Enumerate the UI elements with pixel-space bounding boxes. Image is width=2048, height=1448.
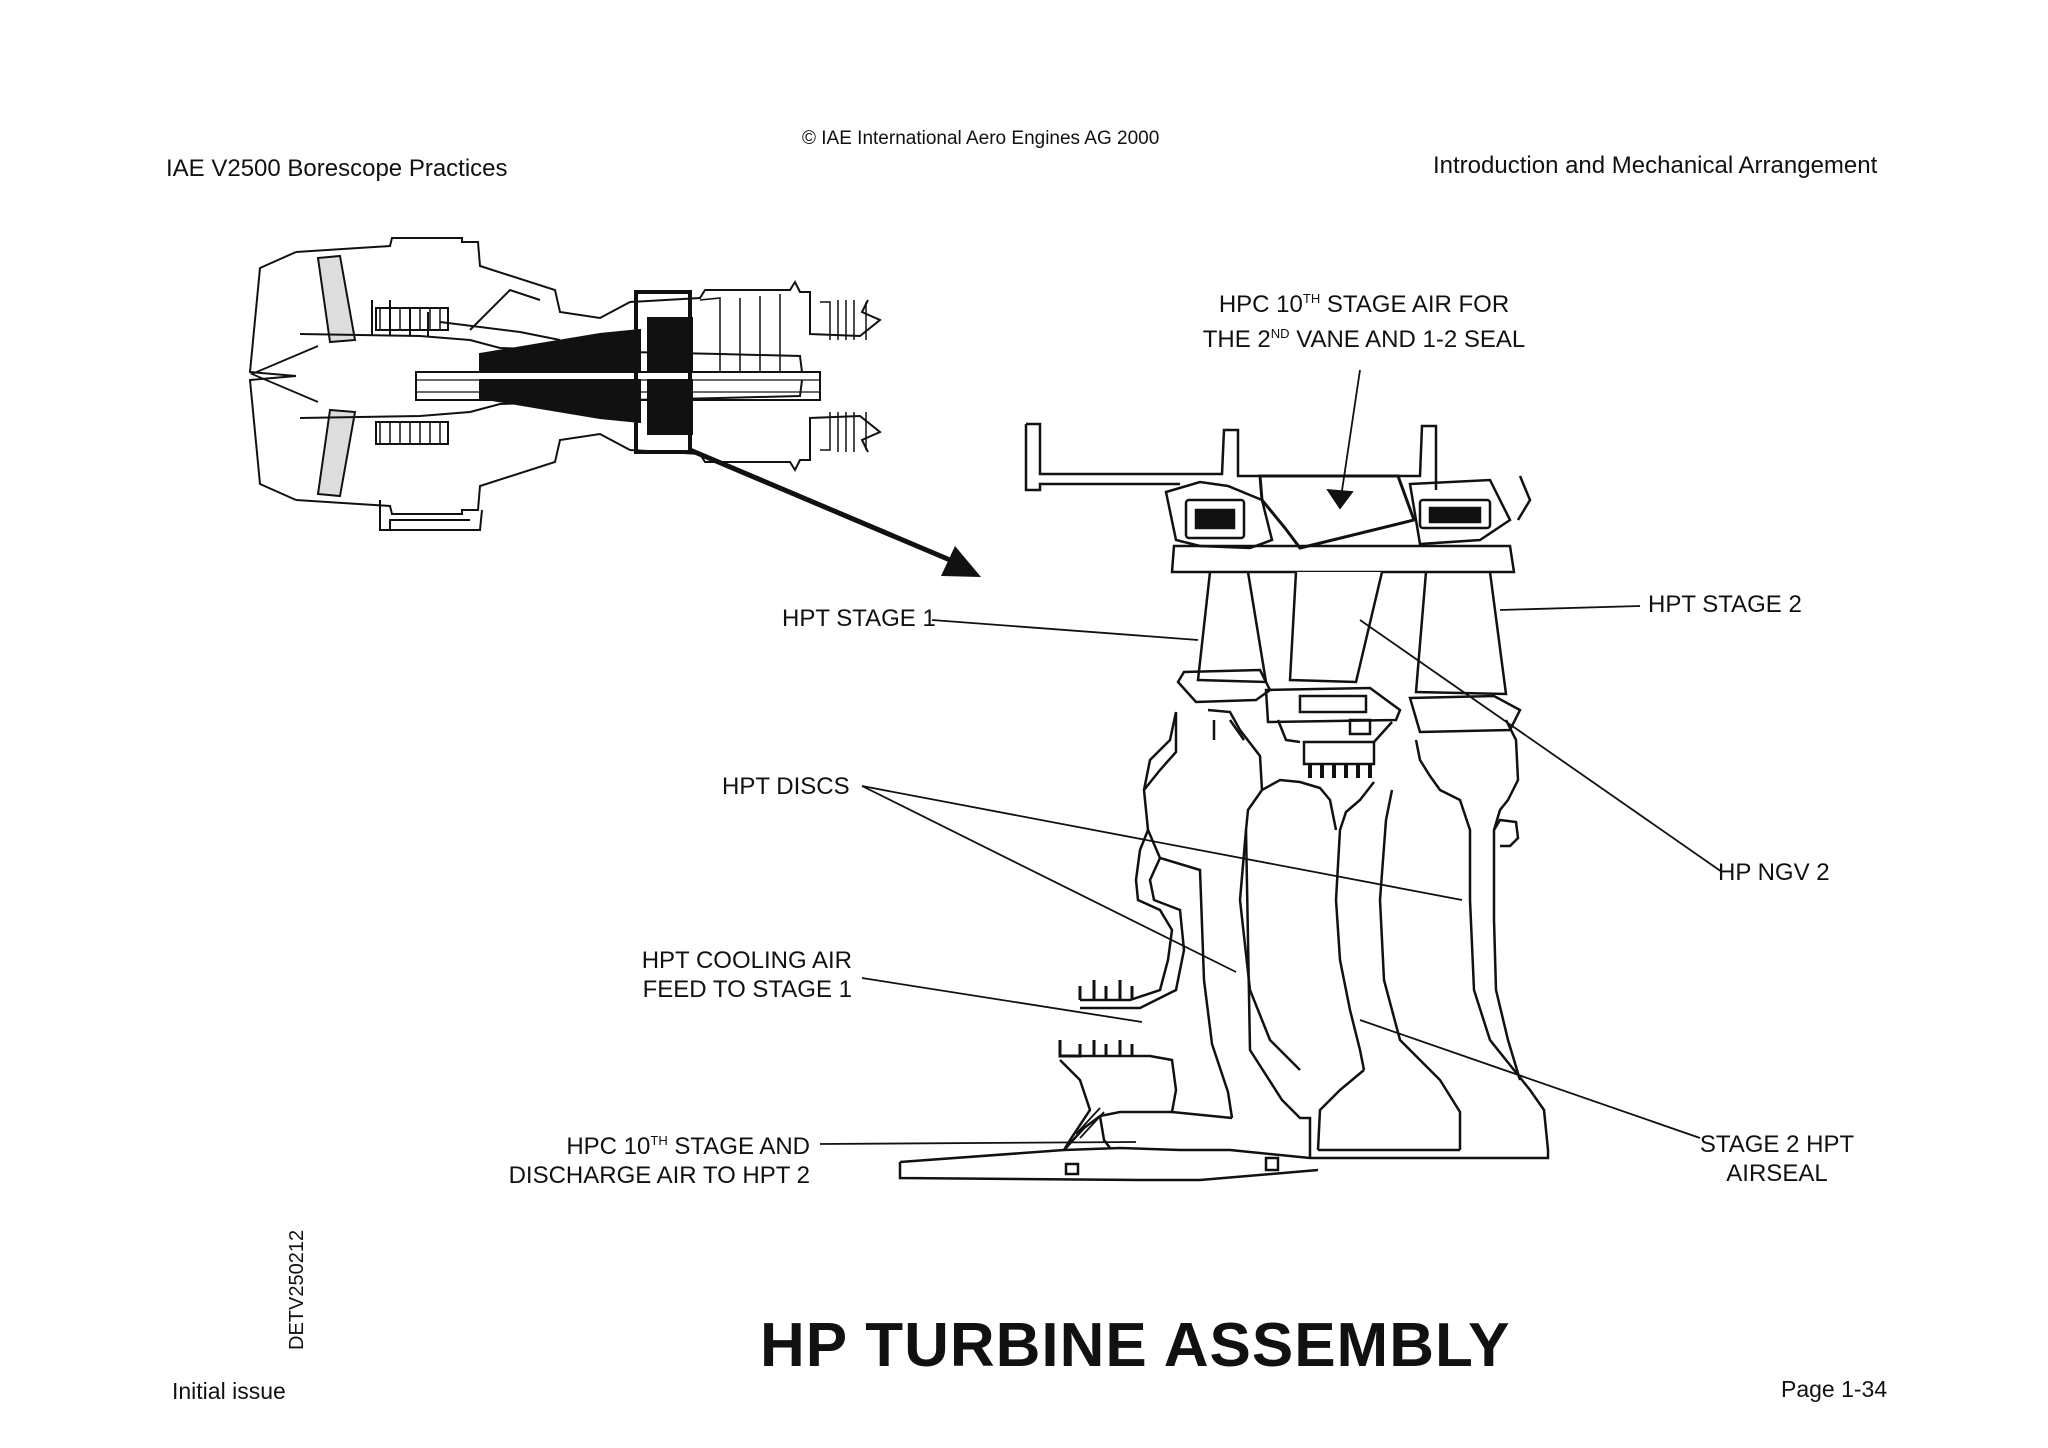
label-sup: TH [1302,291,1321,306]
label-text: VANE AND 1-2 SEAL [1289,326,1526,353]
label-text: AIRSEAL [1726,1160,1828,1187]
label-text: STAGE 2 HPT [1699,1131,1855,1158]
label-text: DISCHARGE AIR TO HPT 2 [508,1162,810,1189]
header-section-title: Introduction and Mechanical Arrangement [1433,152,1878,179]
label-text: HPT COOLING AIR [641,947,852,974]
label-hpt-discs: HPT DISCS [722,773,850,800]
label-hpt-stage-1: HPT STAGE 1 [782,605,936,632]
label-sup: TH [650,1133,668,1148]
label-stage-2-hpt-airseal: STAGE 2 HPT AIRSEAL [1680,1130,1874,1188]
hp-turbine-cross-section [898,422,1550,1182]
header-copyright: © IAE International Aero Engines AG 2000 [802,128,1160,149]
label-text: FEED TO STAGE 1 [642,976,852,1003]
leader-lines [819,369,1723,1145]
label-text: STAGE AND [667,1133,810,1160]
footer-issue: Initial issue [172,1378,286,1404]
label-hpc-10th-stage-discharge-air: HPC 10TH STAGE AND DISCHARGE AIR TO HPT … [500,1126,810,1190]
document-code: DETV250212 [286,1229,308,1350]
label-hpt-stage-2: HPT STAGE 2 [1648,591,1802,618]
detail-pointer-arrow [689,447,981,577]
page-title: HP TURBINE ASSEMBLY [760,1311,1511,1380]
label-text: STAGE AIR FOR [1320,291,1510,318]
label-text: HPC 10 [1218,291,1303,318]
label-hpc-10th-stage-air-for-2nd-vane: HPC 10TH STAGE AIR FOR THE 2ND VANE AND … [1164,284,1564,354]
header-document-title: IAE V2500 Borescope Practices [166,155,508,182]
footer-page-number: Page 1-34 [1781,1376,1888,1402]
label-hp-ngv-2: HP NGV 2 [1718,859,1830,886]
label-hpt-cooling-air-feed: HPT COOLING AIR FEED TO STAGE 1 [560,946,852,1004]
label-text: HPC 10 [566,1133,651,1160]
label-sup: ND [1270,326,1290,341]
engine-overview-drawing [248,237,882,531]
label-text: THE 2 [1202,326,1271,353]
